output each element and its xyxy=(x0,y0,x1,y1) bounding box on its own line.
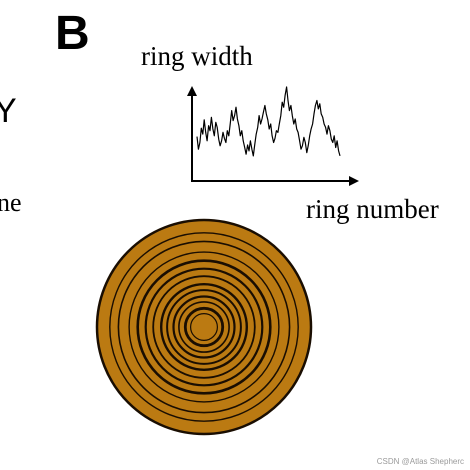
wood-disc xyxy=(97,220,311,434)
growth-ring xyxy=(159,283,248,372)
watermark: CSDN @Atlas Shepherc xyxy=(376,457,464,466)
growth-ring xyxy=(117,240,291,414)
growth-ring xyxy=(152,275,256,379)
growth-ring xyxy=(128,251,280,403)
cropped-text-left: ne xyxy=(0,188,22,217)
growth-ring xyxy=(144,267,264,387)
growth-ring xyxy=(190,313,219,342)
growth-ring xyxy=(109,232,299,422)
ring-width-series-line xyxy=(196,86,341,157)
growth-ring xyxy=(166,289,242,365)
growth-ring xyxy=(136,259,272,395)
x-axis-label: ring number xyxy=(306,194,439,224)
growth-ring xyxy=(172,295,236,359)
y-axis-label: ring width xyxy=(141,41,253,71)
growth-ring xyxy=(183,306,225,348)
bark-edge-ring xyxy=(95,218,313,436)
growth-ring xyxy=(178,301,230,353)
cropped-letter-left: Y xyxy=(0,92,17,130)
panel-label: B xyxy=(55,7,90,60)
